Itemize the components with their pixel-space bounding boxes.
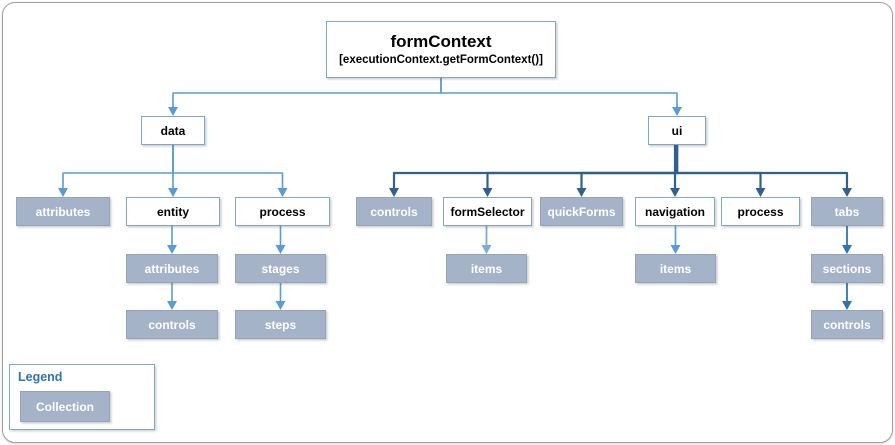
arrowhead-icon	[275, 301, 286, 310]
node-sections: sections	[811, 254, 883, 283]
node-steps: steps	[235, 310, 326, 339]
node-label: ui	[671, 123, 683, 138]
connector-ui-to-ui-controls	[392, 145, 679, 190]
connector-formcontext-to-ui	[440, 78, 678, 109]
node-navigation: navigation	[635, 197, 715, 226]
arrowhead-icon	[168, 188, 178, 197]
node-entity: entity	[126, 197, 220, 226]
node-quickforms: quickForms	[540, 197, 623, 226]
connector-data-to-data-attributes	[62, 145, 174, 190]
arrowhead-icon	[167, 245, 177, 254]
node-sublabel: [executionContext.getFormContext()]	[339, 54, 543, 66]
arrowhead-icon	[670, 188, 680, 197]
node-label: items	[659, 261, 692, 276]
arrowhead-icon	[576, 188, 587, 197]
node-formselector-items: items	[446, 254, 527, 283]
node-label: process	[737, 204, 784, 219]
legend-collection-chip: Collection	[20, 391, 110, 422]
node-formselector: formSelector	[443, 197, 532, 226]
connector-ui-to-quickforms	[580, 145, 679, 190]
arrowhead-icon	[389, 188, 399, 197]
legend-collection-label: Collection	[35, 399, 94, 414]
arrowhead-icon	[755, 188, 766, 197]
connector-ui-to-ui-process	[675, 145, 762, 190]
node-label: formContext	[390, 32, 492, 51]
connector-ui-to-formselector	[486, 145, 679, 190]
arrowhead-icon	[481, 245, 492, 254]
node-entity-controls: controls	[126, 310, 218, 339]
node-label: items	[470, 261, 503, 276]
node-label: steps	[264, 317, 297, 332]
node-label: tabs	[834, 204, 860, 219]
connector-ui-to-tabs	[675, 145, 849, 190]
node-label: formSelector	[450, 204, 525, 219]
node-label: controls	[823, 317, 871, 332]
node-label: controls	[148, 317, 196, 332]
node-sections-controls: controls	[811, 310, 883, 339]
node-ui-process: process	[721, 197, 800, 226]
node-label: data	[160, 123, 186, 138]
node-label: attributes	[144, 261, 200, 276]
node-navigation-items: items	[635, 254, 716, 283]
arrowhead-icon	[842, 301, 852, 310]
node-data: data	[141, 116, 205, 145]
node-stages: stages	[235, 254, 326, 283]
legend-box: Legend Collection	[9, 364, 155, 430]
connector-data-to-data-process	[172, 145, 284, 190]
arrowhead-icon	[672, 107, 682, 116]
legend-title: Legend	[18, 370, 63, 384]
node-label: stages	[261, 261, 300, 276]
node-ui-controls: controls	[356, 197, 432, 226]
arrowhead-icon	[842, 245, 852, 254]
node-label: sections	[822, 261, 872, 276]
node-label: navigation	[644, 204, 705, 219]
node-label: quickForms	[547, 204, 616, 219]
node-entity-attributes: attributes	[126, 254, 218, 283]
arrowhead-icon	[58, 188, 68, 197]
node-formcontext: formContext [executionContext.getFormCont…	[326, 21, 556, 78]
node-label: controls	[370, 204, 418, 219]
arrowhead-icon	[275, 245, 286, 254]
node-ui: ui	[648, 116, 706, 145]
arrowhead-icon	[277, 188, 288, 197]
arrowhead-icon	[842, 188, 852, 197]
node-tabs: tabs	[811, 197, 883, 226]
node-label: process	[259, 204, 306, 219]
arrowhead-icon	[670, 245, 681, 254]
arrowhead-icon	[482, 188, 493, 197]
node-label: attributes	[35, 204, 91, 219]
arrowhead-icon	[168, 107, 178, 116]
connector-formcontext-to-data	[172, 78, 442, 109]
arrowhead-icon	[167, 301, 177, 310]
node-data-process: process	[235, 197, 330, 226]
node-data-attributes: attributes	[16, 197, 110, 226]
node-label: entity	[156, 204, 189, 219]
